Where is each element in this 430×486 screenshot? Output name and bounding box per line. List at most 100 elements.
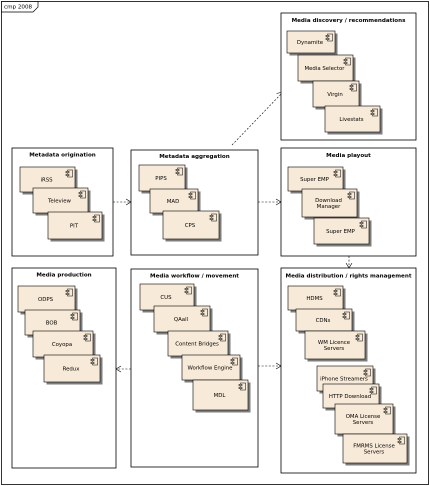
component-label: CUS <box>160 295 172 301</box>
component-list: CUS QAall Content Bridges Workflow Engin… <box>139 283 251 413</box>
component-box <box>153 305 211 333</box>
component-pit[interactable]: PIT <box>47 211 105 242</box>
component-box <box>334 403 394 435</box>
group-media-playout: Media playout Super EMP DownloadManager … <box>280 147 417 257</box>
component-list: ODPS BOB Coyopa Redux <box>17 285 103 385</box>
component-qaall[interactable]: QAall <box>153 305 213 335</box>
component-box <box>301 188 358 218</box>
component-label: Livestats <box>339 117 363 123</box>
group-media-workflow: Media workflow / movement CUS QAall Cont… <box>130 268 259 468</box>
component-icon <box>383 406 391 415</box>
component-cus[interactable]: CUS <box>139 283 197 313</box>
component-workflow-engine[interactable]: Workflow Engine <box>181 354 243 383</box>
component-label: WM Licence <box>318 340 351 346</box>
component-label: MAD <box>167 199 180 205</box>
component-icon <box>200 308 208 317</box>
component-label: OMA License <box>346 414 381 420</box>
component-label: HTTP Download <box>329 394 371 400</box>
component-icon <box>218 333 226 342</box>
component-label: Workflow Engine <box>188 366 234 372</box>
component-icon <box>238 382 246 391</box>
component-label: Servers <box>353 420 374 426</box>
component-label: Download <box>315 198 342 204</box>
component-label: PIPS <box>155 176 167 182</box>
component-icon <box>355 333 363 342</box>
component-icon <box>397 436 405 445</box>
component-label: iRSS <box>40 178 53 184</box>
group-metadata-origination: Metadata origination iRSS Teleview PIT <box>11 147 114 257</box>
component-icon <box>65 169 73 178</box>
group-title: Metadata aggregation <box>159 154 230 160</box>
component-box <box>304 330 366 360</box>
component-super-emp-2[interactable]: Super EMP <box>313 217 372 247</box>
component-icon <box>343 57 351 66</box>
component-label: PIT <box>70 224 79 230</box>
component-icon <box>333 288 341 297</box>
component-label: Super EMP <box>300 177 330 183</box>
group-title: Media discovery / recommendations <box>292 18 407 24</box>
component-icon <box>369 386 377 395</box>
component-mdl[interactable]: MDL <box>192 379 251 413</box>
component-icon <box>188 191 196 200</box>
component-hdms[interactable]: HDMS <box>287 285 346 313</box>
group-metadata-aggregation: Metadata aggregation PIPS MAD CPS <box>130 149 259 256</box>
component-dynamite[interactable]: Dynamite <box>286 30 338 56</box>
component-redux[interactable]: Redux <box>43 354 103 385</box>
component-box <box>149 188 199 214</box>
component-icon <box>325 33 333 42</box>
component-box <box>17 285 76 313</box>
component-icon <box>209 213 217 222</box>
component-label: FMRMS License <box>353 443 395 449</box>
frame-title-tab <box>1 1 39 13</box>
component-icon <box>83 333 91 342</box>
component-cdns[interactable]: CDNs <box>295 308 355 334</box>
component-label: ODPS <box>38 297 54 303</box>
component-virgin[interactable]: Virgin <box>312 80 362 110</box>
component-teleview[interactable]: Teleview <box>32 187 91 216</box>
component-list: PIPS MAD CPS <box>138 164 222 242</box>
component-icon <box>175 167 183 176</box>
component-box <box>287 285 344 311</box>
group-title: Media playout <box>326 153 371 159</box>
component-icon <box>230 357 238 366</box>
component-icon <box>65 288 73 297</box>
group-media-production: Media production ODPS BOB Coyopa Redux <box>11 267 117 469</box>
component-livestats[interactable]: Livestats <box>324 105 383 135</box>
component-label: BOB <box>46 321 58 327</box>
component-label: HDMS <box>306 296 323 302</box>
component-label: Super EMP <box>326 229 356 235</box>
component-content-bridges[interactable]: Content Bridges <box>167 330 231 359</box>
component-label: iPhone Streamers <box>320 377 368 383</box>
component-box <box>286 30 336 54</box>
component-box <box>342 433 408 464</box>
group-title: Media production <box>36 273 91 279</box>
component-icon <box>359 220 367 229</box>
component-icon <box>347 191 355 200</box>
group-media-distribution: Media distribution / rights management H… <box>280 267 417 474</box>
frame-title: cmp 2008 <box>4 5 33 11</box>
component-label: Coyopa <box>52 342 72 348</box>
component-icon <box>92 214 100 223</box>
component-icon <box>342 311 350 320</box>
component-label: QAall <box>174 317 188 323</box>
component-media-selector[interactable]: Media Selector <box>297 54 356 84</box>
component-icon <box>90 357 98 366</box>
component-label: MDL <box>214 393 226 399</box>
component-label: CDNs <box>316 318 331 324</box>
component-label: Servers <box>324 346 345 352</box>
group-title: Media distribution / rights management <box>286 274 412 280</box>
component-label: Servers <box>364 450 385 456</box>
component-label: Dynamite <box>297 40 324 46</box>
component-icon <box>333 169 341 178</box>
component-mad[interactable]: MAD <box>149 188 201 216</box>
group-media-discovery: Media discovery / recommendations Dynami… <box>280 12 417 141</box>
component-box <box>287 166 344 192</box>
component-cps[interactable]: CPS <box>162 210 222 242</box>
